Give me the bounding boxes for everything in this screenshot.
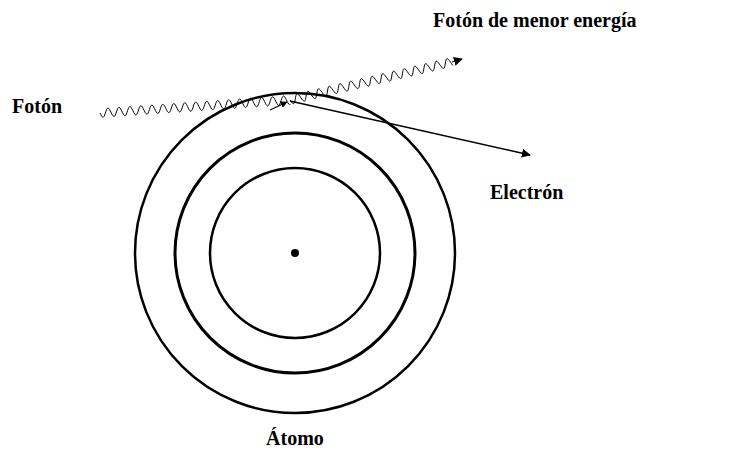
atom-node: Átomo — [130, 88, 460, 452]
scattered-photon — [290, 59, 453, 104]
electron-shell — [135, 93, 455, 413]
impact-arrow — [270, 102, 287, 110]
photon-waves — [100, 59, 462, 118]
scattered-photon-label: Fotón de menor energía — [433, 8, 637, 32]
electron-shell — [175, 133, 415, 373]
electron-arrow — [290, 101, 530, 155]
electron-shell — [210, 168, 380, 338]
atom-outline — [130, 88, 460, 418]
photon-label: Fotón — [12, 94, 62, 118]
nucleus-dot — [291, 249, 299, 257]
incoming-photon — [100, 96, 290, 117]
scattered-photon-head — [452, 59, 462, 62]
atom-label: Átomo — [130, 426, 460, 450]
electron-label: Electrón — [490, 180, 563, 204]
